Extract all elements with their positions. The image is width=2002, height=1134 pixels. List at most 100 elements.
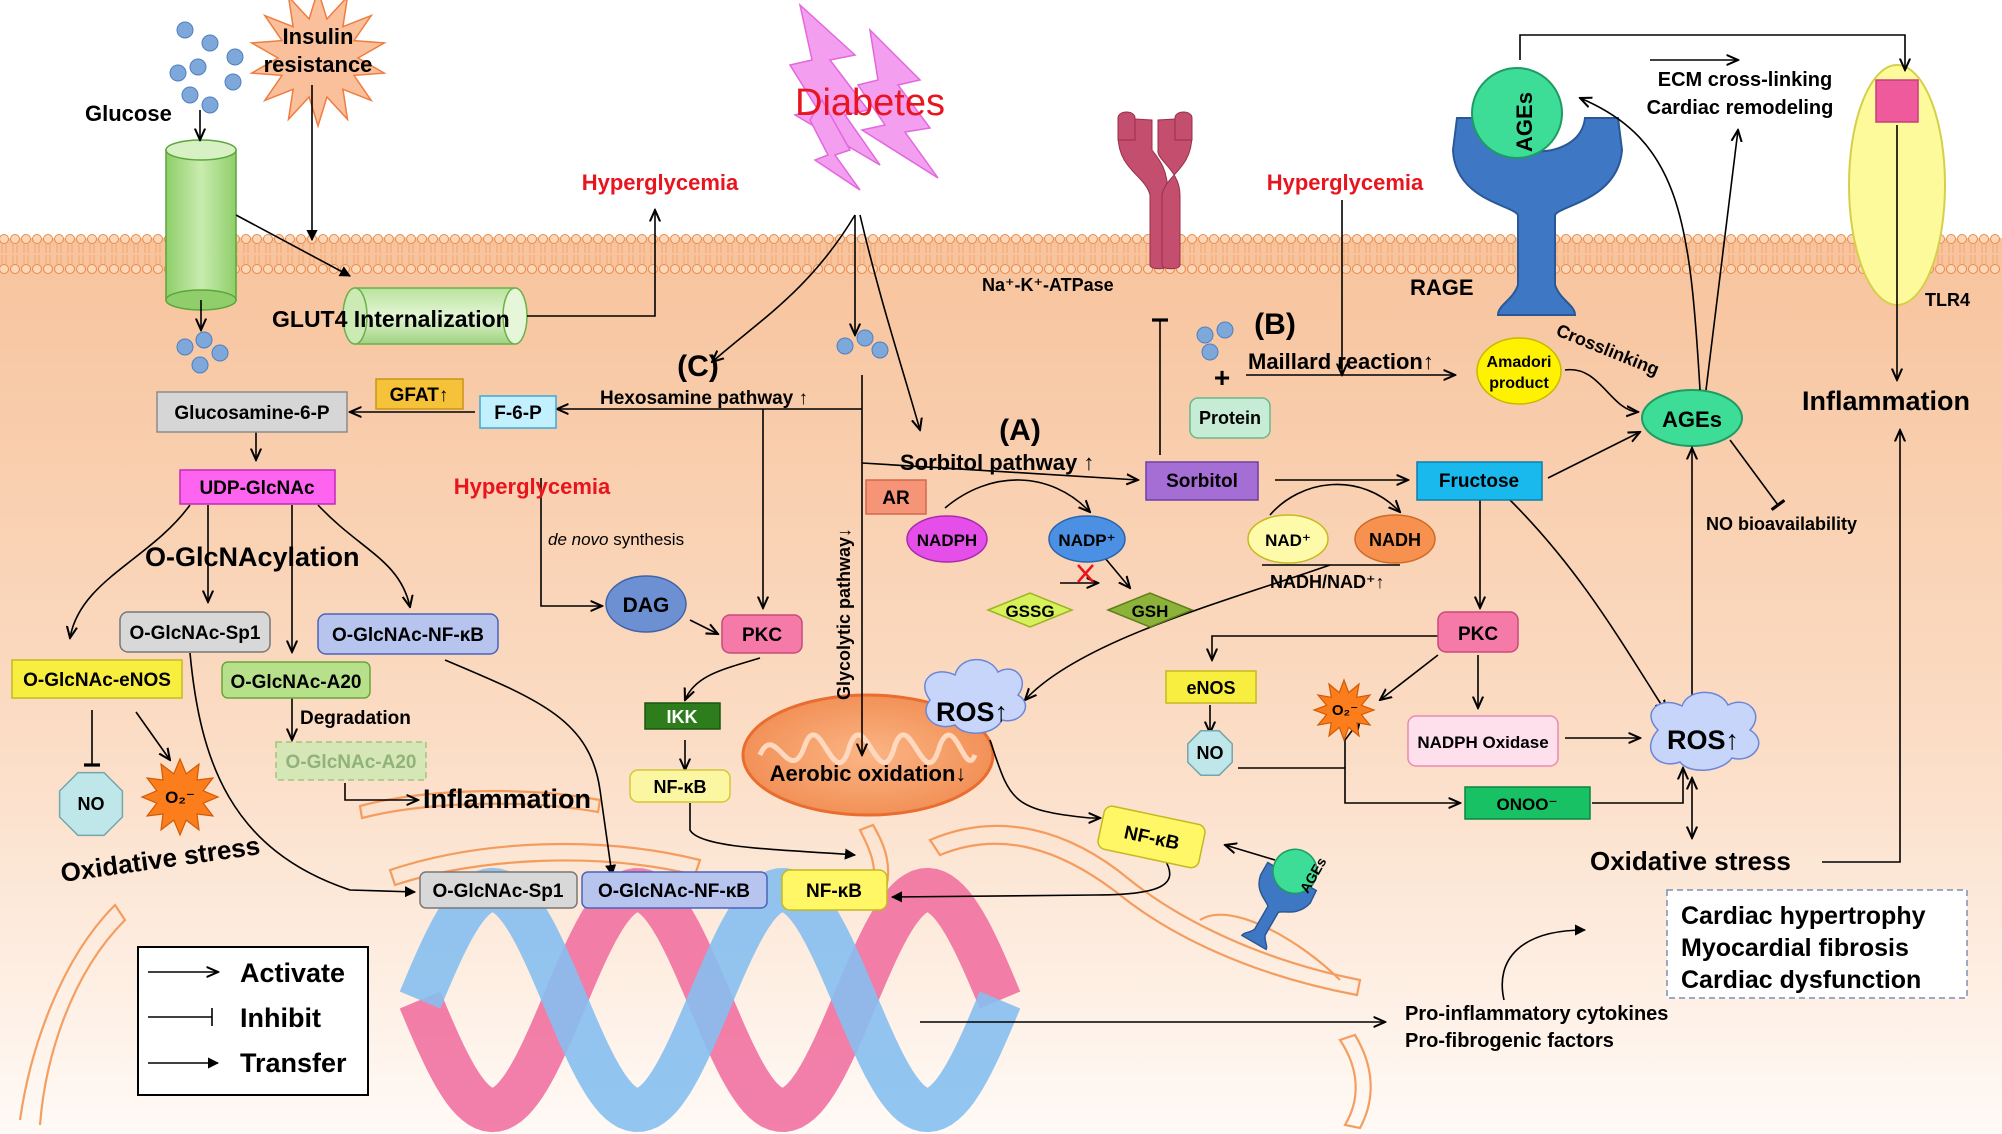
diabetes-label: Diabetes xyxy=(795,82,945,124)
hexosamine-label: Hexosamine pathway ↑ xyxy=(600,388,808,409)
glycolytic-label: Glycolytic pathway↓ xyxy=(834,528,854,700)
nad-label: NAD⁺ xyxy=(1265,531,1311,550)
atpase-label: Na⁺-K⁺-ATPase xyxy=(982,275,1114,295)
insulin-label-2: resistance xyxy=(264,52,373,77)
og-enos-label: O-GlcNAc-eNOS xyxy=(23,670,171,691)
ages-node-shape xyxy=(1641,389,1743,447)
no-right-shape xyxy=(1187,730,1233,776)
outcome-1-label: Cardiac hypertrophy xyxy=(1681,902,1926,930)
protein-label: Protein xyxy=(1199,408,1261,428)
onoo-label: ONOO⁻ xyxy=(1497,795,1558,814)
oglcnacylation-label: O-GlcNAcylation xyxy=(145,542,360,572)
blocked-x-icon xyxy=(1077,564,1094,583)
ages-receptor-label: AGEs xyxy=(1512,92,1537,152)
cytokines-label-1: Pro-inflammatory cytokines xyxy=(1405,1003,1668,1025)
ikk-label: IKK xyxy=(667,707,698,727)
o2-right-burst xyxy=(1312,678,1376,742)
nuc-nfkb2-label: NF-κB xyxy=(806,881,862,902)
ecm-label-1: ECM cross-linking xyxy=(1658,69,1832,91)
f6p-label: F-6-P xyxy=(494,403,542,424)
denovo-label: de novo synthesis xyxy=(548,530,684,549)
hyperglycemia-top-label: Hyperglycemia xyxy=(582,170,739,195)
nadph-oxidase-label: NADPH Oxidase xyxy=(1417,733,1548,752)
dag-label: DAG xyxy=(623,594,670,617)
rage-label: RAGE xyxy=(1410,275,1474,300)
pathway-c-label: (C) xyxy=(677,350,719,383)
pkc-right-label: PKC xyxy=(1458,624,1498,645)
nadp-label: NADP⁺ xyxy=(1058,531,1115,550)
pathway-a-label: (A) xyxy=(999,414,1041,447)
pathway-b-label: (B) xyxy=(1254,308,1296,341)
og-nfkb-label: O-GlcNAc-NF-κB xyxy=(332,625,484,646)
denovo-italic: de novo xyxy=(548,530,609,549)
glut4-label: GLUT4 Internalization xyxy=(272,306,510,332)
o2-left-burst xyxy=(140,757,220,837)
gfat-label: GFAT↑ xyxy=(390,385,449,406)
no-left-label: NO xyxy=(78,794,105,814)
ecm-label-2: Cardiac remodeling xyxy=(1647,97,1834,119)
er-tubules xyxy=(18,789,1372,1130)
outcome-3-label: Cardiac dysfunction xyxy=(1681,966,1921,994)
ros-mid-label: ROS↑ xyxy=(936,697,1008,727)
no-left-shape xyxy=(58,771,124,837)
sorbitol-label: Sorbitol xyxy=(1166,471,1238,492)
nadh-ratio-label: NADH/NAD⁺↑ xyxy=(1270,572,1385,592)
nfkb-left-label: NF-κB xyxy=(653,777,706,797)
o2-right-label: O₂⁻ xyxy=(1332,702,1358,719)
gssg-label: GSSG xyxy=(1005,602,1054,621)
node-ellipses xyxy=(605,514,1436,633)
tlr4-label: TLR4 xyxy=(1925,290,1970,310)
udp-label: UDP-GlcNAc xyxy=(199,478,315,499)
nuc-sp1-label: O-GlcNAc-Sp1 xyxy=(433,881,564,902)
hyperglycemia-mid-label: Hyperglycemia xyxy=(454,474,611,499)
glucose-molecules-inside xyxy=(176,321,1234,374)
sorbitol-pathway-label: Sorbitol pathway ↑ xyxy=(900,450,1094,475)
legend-transfer: Transfer xyxy=(240,1048,347,1078)
enos-label: eNOS xyxy=(1186,678,1235,698)
amadori-label-1: Amadori xyxy=(1487,354,1552,371)
nadh-label: NADH xyxy=(1369,530,1421,550)
gsh-label: GSH xyxy=(1132,602,1169,621)
pathway-arrows xyxy=(70,34,1905,1022)
oxidative-right-label: Oxidative stress xyxy=(1590,846,1791,876)
diabetes-lightning-icon xyxy=(788,2,939,191)
o2-left-label: O₂⁻ xyxy=(165,788,195,807)
amadori-node-shape xyxy=(1476,337,1562,405)
hyperglycemia-right-label: Hyperglycemia xyxy=(1267,170,1424,195)
plus-label: + xyxy=(1214,362,1230,393)
na-k-atpase-icon xyxy=(1117,111,1193,270)
cytokines-label-2: Pro-fibrogenic factors xyxy=(1405,1030,1614,1052)
small-ages-receptor-icon xyxy=(1240,848,1318,951)
outcome-2-label: Myocardial fibrosis xyxy=(1681,934,1909,962)
ar-label: AR xyxy=(882,488,910,509)
ros-right-label: ROS↑ xyxy=(1667,725,1739,755)
pkc-left-label: PKC xyxy=(742,625,782,646)
og-a20-label: O-GlcNAc-A20 xyxy=(231,672,362,693)
ages-main-label: AGEs xyxy=(1662,407,1722,432)
ros-mid-cloud xyxy=(924,658,1026,734)
glucose-label: Glucose xyxy=(85,101,172,126)
nadph-label: NADPH xyxy=(917,531,977,550)
amadori-label-2: product xyxy=(1489,375,1549,392)
legend-inhibit: Inhibit xyxy=(240,1003,321,1033)
maillard-label: Maillard reaction↑ xyxy=(1248,349,1434,374)
nuc-nfkb-label: O-GlcNAc-NF-κB xyxy=(598,881,750,902)
legend-symbols xyxy=(148,972,218,1069)
glucose-molecules-top xyxy=(169,21,244,114)
no-bio-label: NO bioavailability xyxy=(1706,514,1857,534)
og-sp1-label: O-GlcNAc-Sp1 xyxy=(130,623,261,644)
inflammation-left-label: Inflammation xyxy=(423,784,591,814)
node-boxes xyxy=(11,378,1968,1096)
degradation-label: Degradation xyxy=(300,708,411,729)
no-right-label: NO xyxy=(1197,743,1224,763)
glucose-transporter-cylinder xyxy=(165,139,237,311)
insulin-label-1: Insulin xyxy=(283,24,354,49)
inflammation-right-label: Inflammation xyxy=(1802,386,1970,416)
ros-right-cloud xyxy=(1650,691,1760,772)
insulin-resistance-burst xyxy=(249,0,387,129)
fructose-label: Fructose xyxy=(1439,471,1519,492)
legend-activate: Activate xyxy=(240,958,345,988)
denovo-rest: synthesis xyxy=(609,530,685,549)
